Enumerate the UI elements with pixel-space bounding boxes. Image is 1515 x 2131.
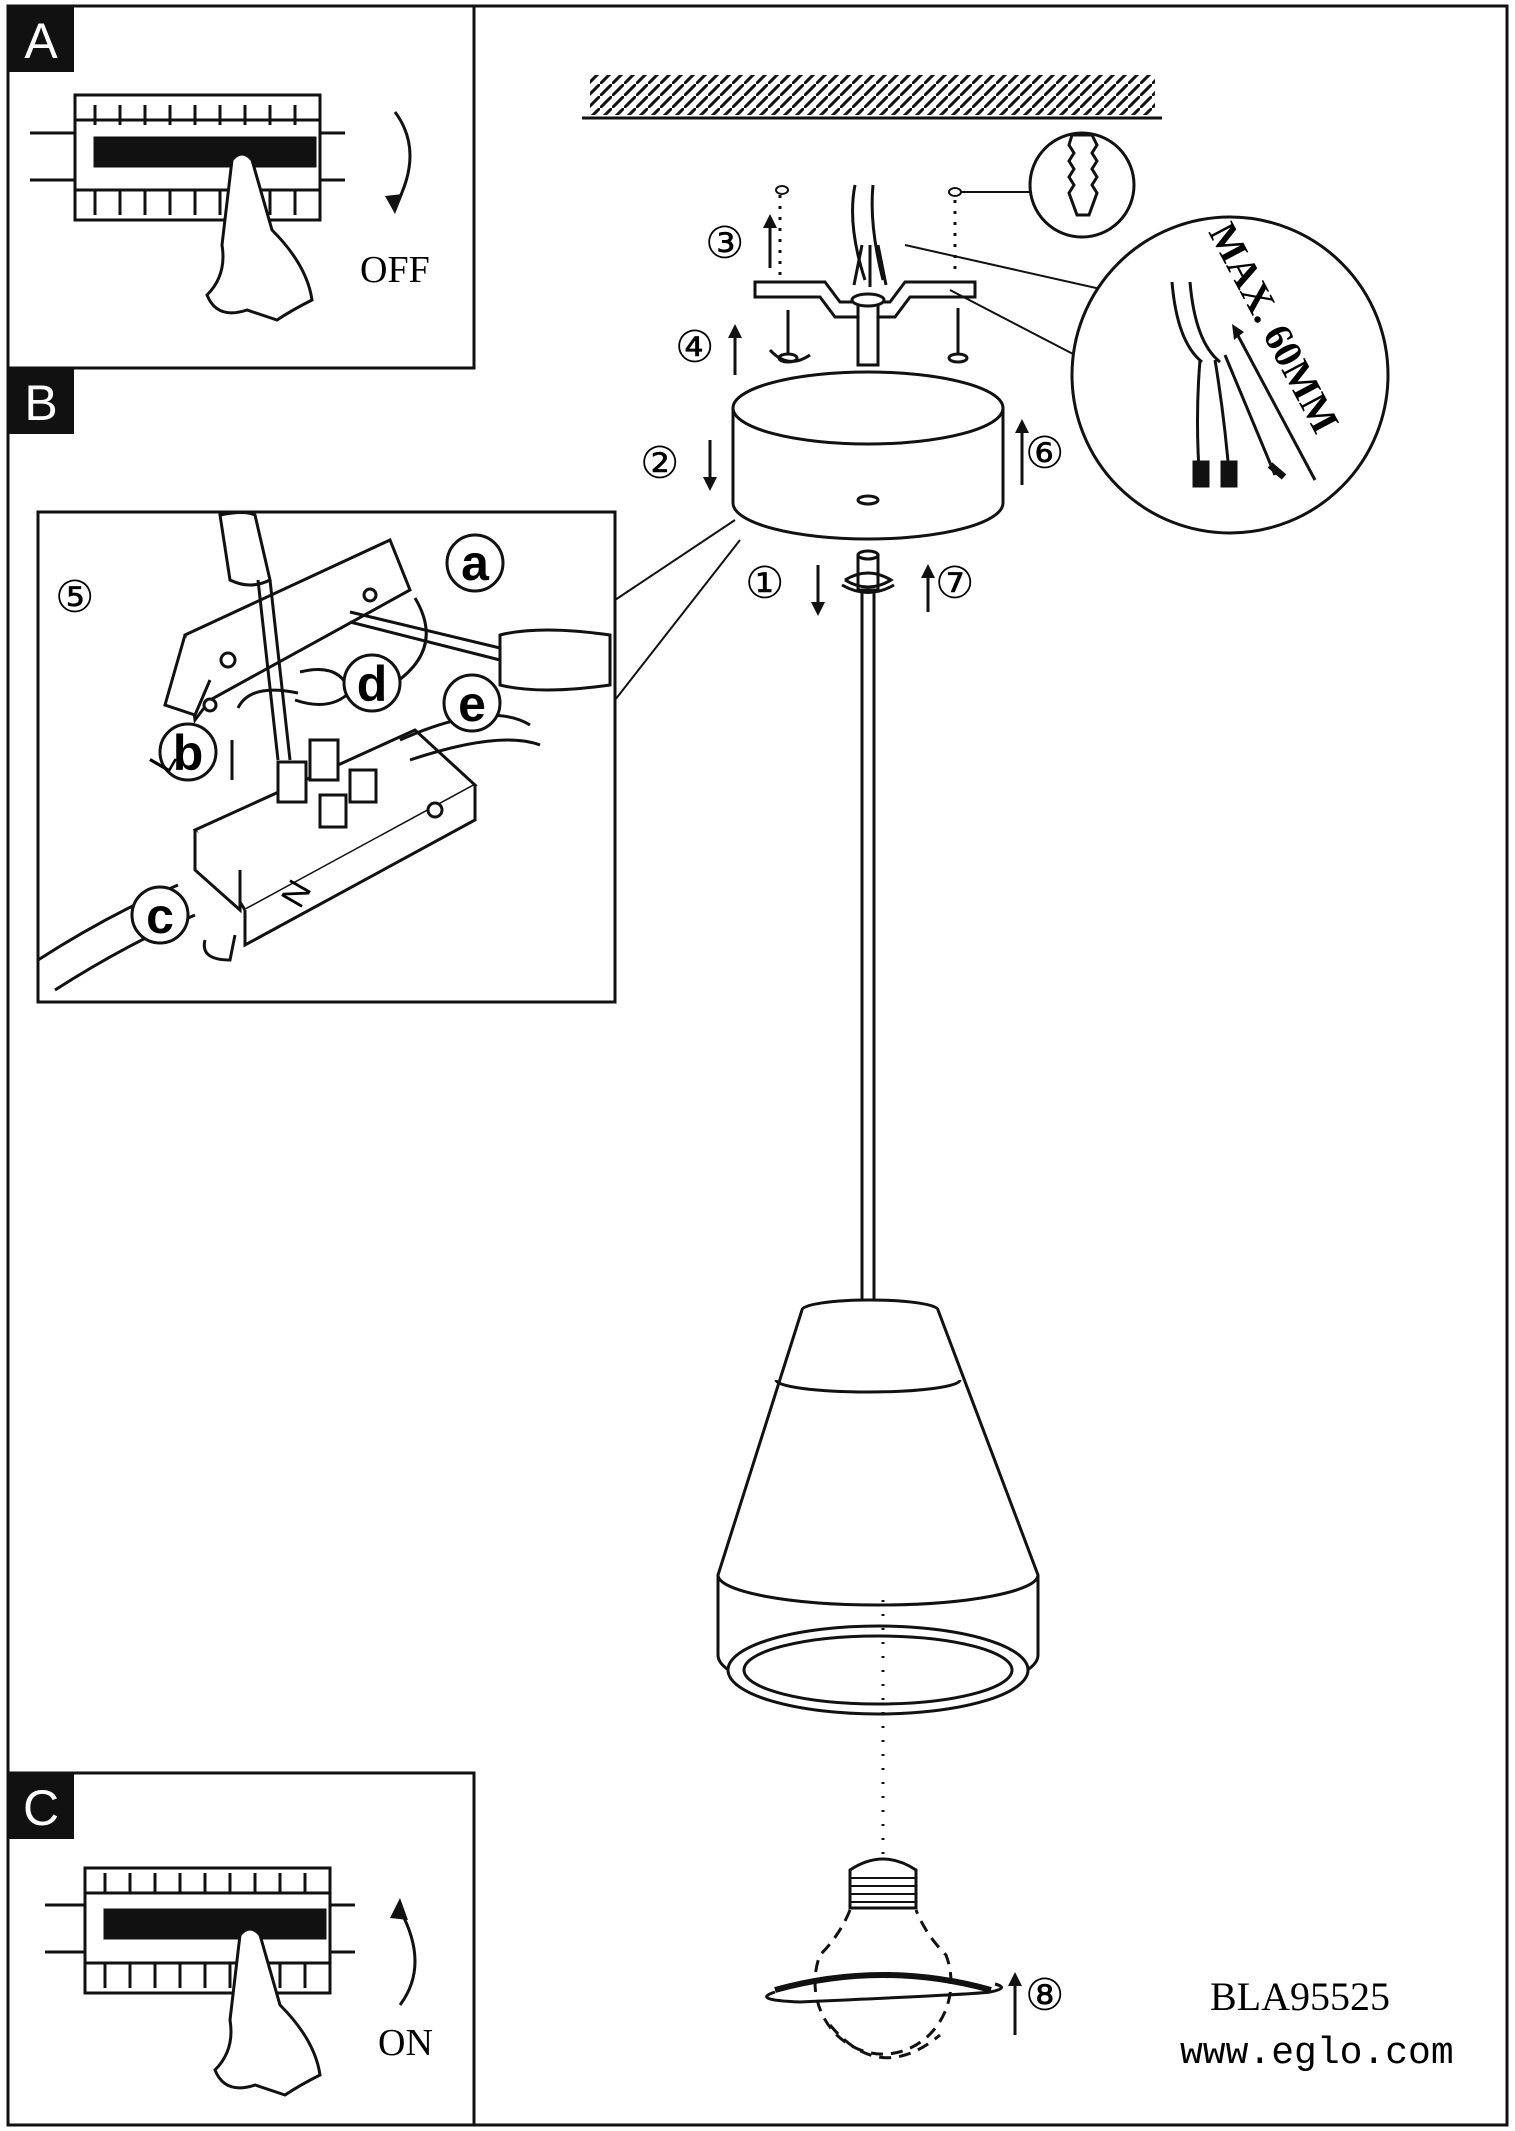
wiring-label-e: e bbox=[458, 676, 486, 732]
panel-a: A OFF bbox=[6, 4, 476, 370]
panel-a-switch-label: OFF bbox=[360, 249, 430, 291]
panel-c-letter: C bbox=[23, 1780, 59, 1836]
panel-b-letter-box bbox=[8, 368, 74, 434]
canopy bbox=[731, 370, 1005, 541]
terminal-block bbox=[192, 728, 478, 962]
label-b-circle bbox=[158, 722, 218, 782]
step-7-label: ⑦ bbox=[935, 559, 974, 608]
mounting-bracket bbox=[753, 280, 977, 367]
label-a-circle bbox=[445, 533, 505, 593]
step-8-label: ⑧ bbox=[1025, 1971, 1064, 2020]
panel-c-switch-label: ON bbox=[378, 2022, 433, 2064]
terminal-cover bbox=[163, 537, 412, 724]
panel-a-letter-box bbox=[8, 6, 74, 72]
rotate-arrow-a bbox=[394, 597, 428, 685]
model-number: BLA95525 bbox=[1210, 1974, 1390, 2019]
screwdriver-vertical-icon bbox=[218, 511, 292, 761]
breaker-panel-off bbox=[30, 93, 345, 222]
step-3-label: ③ bbox=[705, 219, 744, 268]
step-5-label: ⑤ bbox=[55, 573, 94, 622]
panel-b-letter: B bbox=[24, 375, 57, 431]
suspension-cable bbox=[860, 590, 876, 1300]
stripped-wires-icon bbox=[1170, 281, 1287, 488]
mains-cable bbox=[851, 184, 888, 287]
wiring-label-b: b bbox=[173, 725, 204, 781]
ceiling-screw-right bbox=[947, 308, 969, 364]
website-url: www.eglo.com bbox=[1180, 2032, 1454, 2075]
max-length-dimension bbox=[1233, 329, 1317, 481]
light-bulb-icon bbox=[765, 1857, 1003, 2060]
panel-c: C ON bbox=[6, 1771, 476, 2127]
wiring-detail-panel: ⑤ bbox=[36, 510, 617, 1004]
hand-icon bbox=[213, 1927, 322, 2097]
cord-grip bbox=[844, 549, 894, 592]
wiring-label-c: c bbox=[146, 888, 174, 944]
cable-length-callout bbox=[1070, 215, 1390, 535]
breaker-panel-on bbox=[45, 1866, 355, 1995]
label-e-circle bbox=[442, 673, 502, 733]
wiring-label-a: a bbox=[461, 535, 490, 591]
switch-off-arrow bbox=[393, 111, 412, 208]
page-frame bbox=[6, 4, 1509, 2127]
ceiling-screw-left bbox=[777, 310, 799, 364]
hand-icon bbox=[205, 152, 314, 322]
ceiling-hatch bbox=[590, 75, 1155, 115]
step-1-label: ① bbox=[745, 559, 784, 608]
rotate-screw-arrow bbox=[768, 348, 811, 363]
step-2-label: ② bbox=[640, 439, 679, 488]
lamp-shade bbox=[716, 1298, 1040, 1716]
panel-a-letter: A bbox=[24, 13, 58, 69]
wall-plug-icon bbox=[1067, 133, 1099, 217]
step-4-label: ④ bbox=[675, 323, 714, 372]
panel-c-letter-box bbox=[8, 1773, 74, 1839]
wiring-label-d: d bbox=[357, 656, 388, 712]
label-d-circle bbox=[342, 653, 402, 713]
step-6-label: ⑥ bbox=[1025, 429, 1064, 478]
rotate-grip-arrow bbox=[841, 583, 895, 594]
label-c-circle bbox=[130, 885, 190, 945]
switch-on-arrow bbox=[398, 1909, 417, 2006]
